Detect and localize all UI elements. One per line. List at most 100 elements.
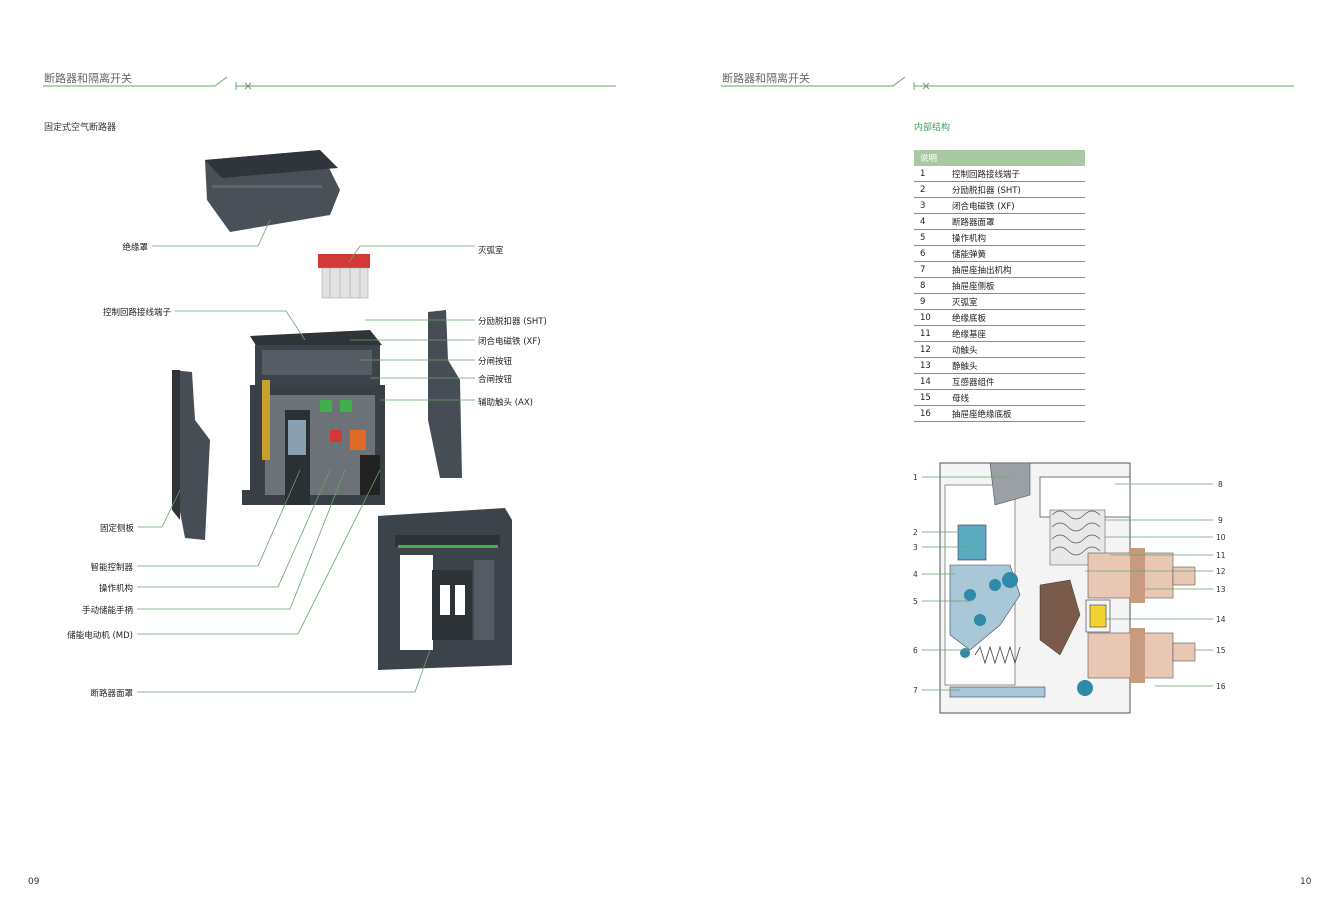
legend-text: 断路器面罩 xyxy=(946,213,1085,230)
diagram-number: 5 xyxy=(913,597,918,606)
legend-number: 10 xyxy=(914,309,946,326)
label-control-terminal: 控制回路接线端子 xyxy=(102,308,171,318)
diagram-number: 2 xyxy=(913,528,918,537)
diagram-number: 6 xyxy=(913,646,918,655)
legend-number: 16 xyxy=(914,405,946,422)
label-breaker-face-cover: 断路器面罩 xyxy=(90,689,133,699)
legend-number: 4 xyxy=(914,213,946,230)
left-header-title: 断路器和隔离开关 xyxy=(44,72,132,85)
legend-text: 抽屉座绝缘底板 xyxy=(946,405,1085,422)
legend-text: 控制回路接线端子 xyxy=(946,166,1085,182)
legend-text: 闭合电磁铁 (XF) xyxy=(946,197,1085,214)
label-close-button: 合闸按钮 xyxy=(478,375,513,385)
diagram-number: 1 xyxy=(913,473,918,482)
legend-text: 绝缘底板 xyxy=(946,309,1085,326)
diagram-number: 4 xyxy=(913,570,918,579)
label-charging-motor: 储能电动机 (MD) xyxy=(67,631,133,641)
label-smart-controller: 智能控制器 xyxy=(90,563,133,573)
legend-number: 3 xyxy=(914,197,946,214)
label-open-button: 分闸按钮 xyxy=(478,357,513,367)
legend-number: 13 xyxy=(914,357,946,374)
exploded-breaker-illustration xyxy=(137,150,512,693)
legend-number: 7 xyxy=(914,261,946,278)
label-closing-coil: 闭合电磁铁 (XF) xyxy=(478,337,541,347)
label-operating-mechanism: 操作机构 xyxy=(98,584,133,594)
diagram-number: 9 xyxy=(1218,516,1223,525)
legend-number: 14 xyxy=(914,373,946,390)
legend-text: 抽屉座抽出机构 xyxy=(946,261,1085,278)
leader-lines xyxy=(137,219,475,693)
breaker-body-part xyxy=(242,330,385,505)
legend-text: 互感器组件 xyxy=(946,373,1085,390)
legend-header: 说明 xyxy=(914,150,1085,166)
cross-section-diagram xyxy=(922,462,1213,714)
diagram-number: 13 xyxy=(1216,585,1226,594)
legend-text: 静触头 xyxy=(946,357,1085,374)
busbar-lower xyxy=(1087,628,1196,683)
legend-number: 2 xyxy=(914,181,946,198)
legend-text: 储能弹簧 xyxy=(946,245,1085,262)
legend-text: 绝缘基座 xyxy=(946,325,1085,342)
diagram-number: 3 xyxy=(913,543,918,552)
diagram-number: 16 xyxy=(1216,682,1226,691)
diagram-number: 14 xyxy=(1216,615,1226,624)
label-manual-charging-handle: 手动储能手柄 xyxy=(81,606,133,616)
legend-number: 8 xyxy=(914,277,946,294)
right-page-number: 10 xyxy=(1300,877,1312,887)
legend-text: 动触头 xyxy=(946,341,1085,358)
label-aux-contact: 辅助触头 (AX) xyxy=(478,398,533,408)
legend-text: 母线 xyxy=(946,389,1085,406)
mechanism-plates xyxy=(949,564,1021,658)
label-arc-chamber: 灭弧室 xyxy=(478,246,504,256)
diagram-number: 7 xyxy=(913,686,918,695)
left-header-rule xyxy=(43,76,616,90)
legend-number: 1 xyxy=(914,166,946,182)
legend-number: 11 xyxy=(914,325,946,342)
legend-number: 5 xyxy=(914,229,946,246)
right-header-rule xyxy=(721,76,1294,90)
legend-text: 操作机构 xyxy=(946,229,1085,246)
label-insulating-cover: 绝缘罩 xyxy=(122,243,148,253)
diagram-leader-lines xyxy=(922,476,1213,691)
insulating-cover-part xyxy=(205,150,340,232)
breaker-front-cover-part xyxy=(378,508,512,670)
diagram-number: 15 xyxy=(1216,646,1226,655)
legend-text: 抽屉座侧板 xyxy=(946,277,1085,294)
legend-number: 15 xyxy=(914,389,946,406)
left-subtitle: 固定式空气断路器 xyxy=(44,123,117,133)
label-shunt-trip: 分励脱扣器 (SHT) xyxy=(478,317,547,327)
busbar-upper xyxy=(1087,548,1196,603)
left-page-number: 09 xyxy=(28,877,40,887)
label-fixed-side-plate: 固定侧板 xyxy=(99,524,134,534)
legend-number: 9 xyxy=(914,293,946,310)
right-header-title: 断路器和隔离开关 xyxy=(722,72,810,85)
fixed-side-plate-left xyxy=(172,370,210,540)
diagram-number: 10 xyxy=(1216,533,1226,542)
arc-chamber-part xyxy=(318,254,370,299)
legend-number: 6 xyxy=(914,245,946,262)
right-subtitle: 内部结构 xyxy=(914,123,951,133)
legend-number: 12 xyxy=(914,341,946,358)
fixed-side-plate-right xyxy=(428,310,462,478)
diagram-number: 11 xyxy=(1216,551,1226,560)
legend-text: 灭弧室 xyxy=(946,293,1085,310)
diagram-number: 12 xyxy=(1216,567,1226,576)
